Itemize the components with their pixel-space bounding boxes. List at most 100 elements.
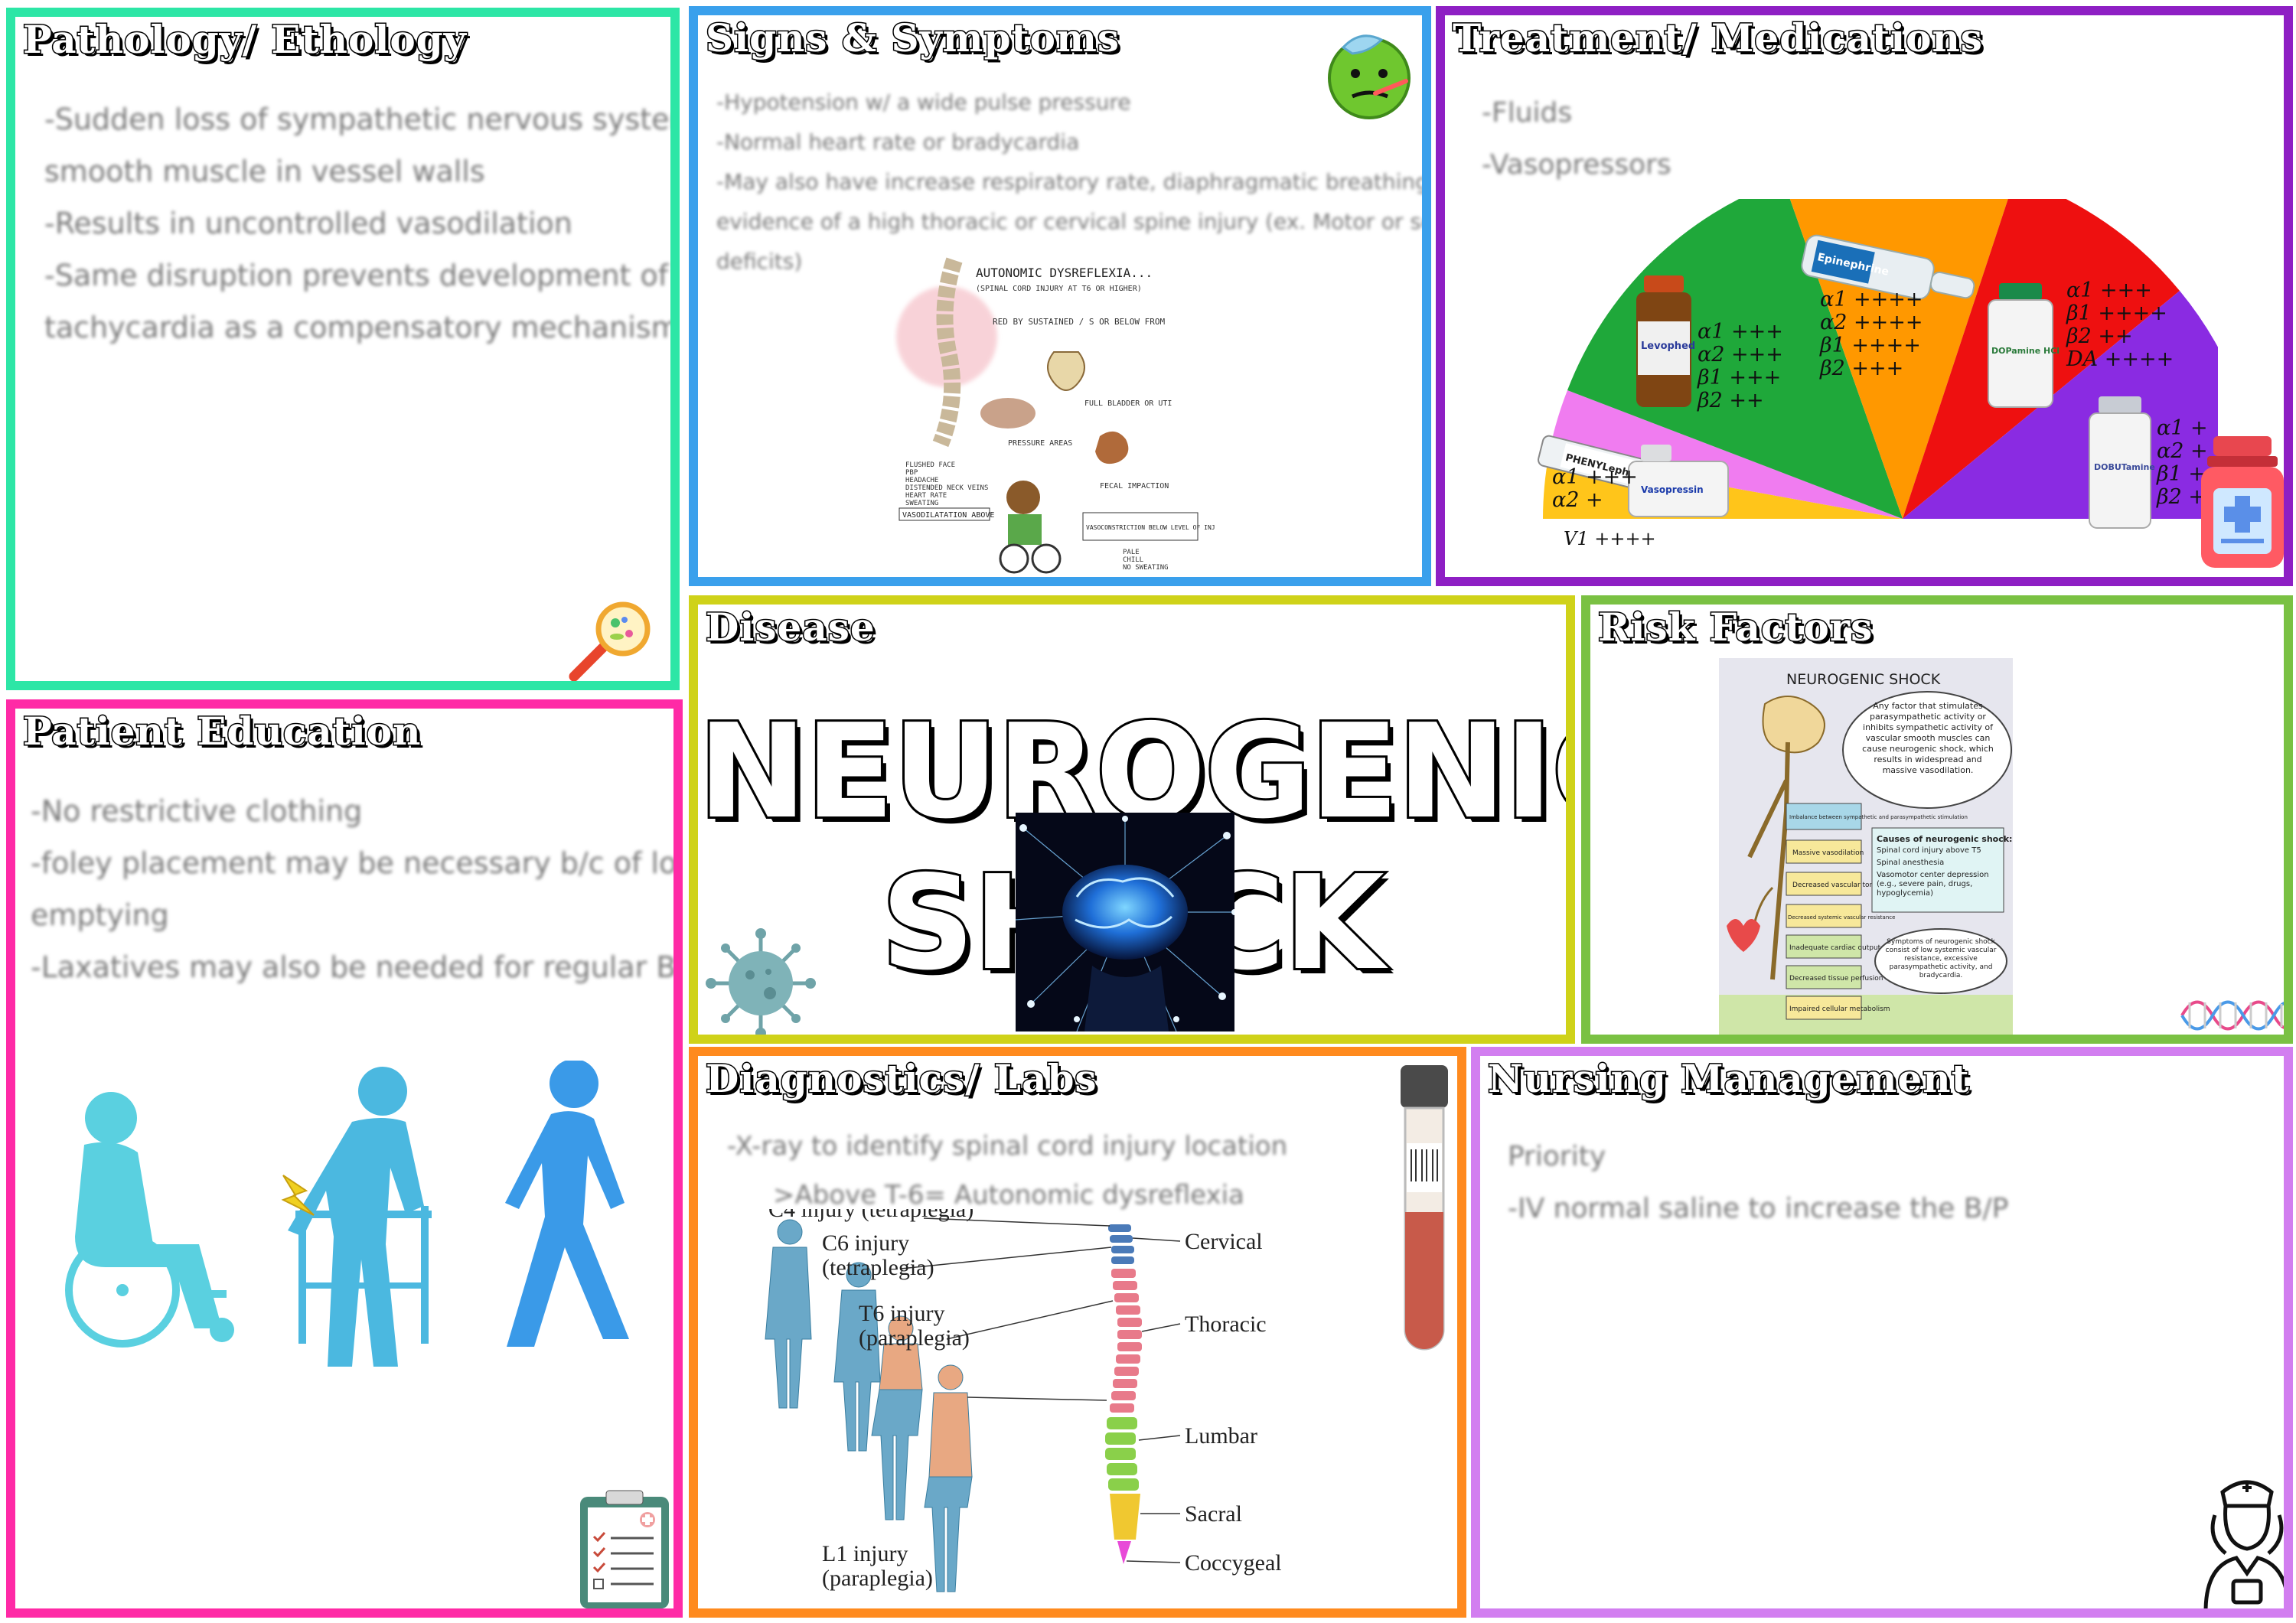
pain-bolt-icon: [281, 1175, 315, 1216]
epinephrine-receptor: β1 ++++: [1819, 334, 1921, 357]
symptom-above: HEART RATE: [905, 492, 947, 500]
symptom-below: PALE: [1123, 549, 1140, 556]
sick-face-icon: [1328, 34, 1411, 119]
test-tube-icon: [1401, 1065, 1448, 1351]
sketch-title: AUTONOMIC DYSREFLEXIA...: [976, 266, 1153, 280]
dobutamine-label: DOBUTamine: [2094, 462, 2155, 472]
poster-cascade: Imbalance between sympathetic and parasy…: [1786, 803, 1968, 1020]
levophed-vial: Levophed: [1636, 275, 1695, 407]
pathology-line: -Sudden loss of sympathetic nervous syst…: [44, 103, 670, 136]
dopamine-receptor: β2 ++: [2066, 324, 2133, 348]
poster-intro: Any factor that stimulates parasympathet…: [1862, 701, 1994, 775]
cascade-step: Decreased tissue perfusion: [1789, 975, 1883, 983]
signs-line: deficits): [716, 249, 803, 274]
dobutamine-receptor: α2 +: [2157, 439, 2208, 463]
sketch-subtitle: (SPINAL CORD INJURY AT T6 OR HIGHER): [976, 285, 1142, 293]
sketch-trigger: RED BY SUSTAINED / S OR BELOW FROM: [993, 317, 1166, 327]
treatment-title: Treatment/ Medications: [1452, 15, 1984, 62]
treatment-panel: Treatment/ Medications -Fluids -Vasopres…: [1436, 6, 2293, 586]
dopamine-vial: DOPamine HCl: [1988, 283, 2060, 408]
dopamine-receptor: DA ++++: [2066, 347, 2174, 371]
dobutamine-receptor: α1 +: [2157, 416, 2208, 440]
cascade-step: Imbalance between sympathetic and parasy…: [1789, 814, 1968, 820]
norepinephrine-receptor: α1 +++: [1698, 320, 1783, 344]
clipboard-icon: [580, 1490, 669, 1608]
autonomic-dysreflexia-sketch: AUTONOMIC DYSREFLEXIA... (SPINAL CORD IN…: [896, 257, 1215, 574]
poster-cause: Vasomotor center depression (e.g., sever…: [1877, 871, 1989, 898]
injury-label: (paraplegia): [859, 1325, 970, 1351]
injury-label: C6 injury: [822, 1230, 909, 1256]
levophed-label: Levophed: [1641, 341, 1695, 352]
symptom-above: DISTENDED NECK VEINS: [905, 484, 988, 492]
pathology-line: tachycardia as a compensatory mechanism: [44, 311, 680, 344]
symptom-above: HEADACHE: [905, 477, 938, 484]
diagnostics-line: -X-ray to identify spinal cord injury lo…: [727, 1131, 1288, 1162]
cascade-step: Decreased vascular tone: [1792, 882, 1878, 889]
vasopressor-fan-chart: Levophed Epinephrine DOPamine HCl DOBUTa…: [1538, 199, 2218, 549]
symptom-above: PBP: [905, 469, 918, 477]
education-title: Patient Education: [21, 709, 422, 755]
vasopressin-receptor: V1 ++++: [1564, 528, 1656, 549]
education-line: -foley placement may be necessary b/c of…: [31, 846, 677, 880]
symptom-above: SWEATING: [905, 500, 938, 507]
diagnostics-title: Diagnostics/ Labs: [705, 1056, 1098, 1103]
walker-user: [288, 1067, 432, 1367]
region-label: Coccygeal: [1185, 1550, 1282, 1576]
recovery-silhouettes: [65, 1061, 629, 1367]
phenylephrine-receptor: α2 +: [1552, 488, 1603, 512]
signs-line: -Hypotension w/ a wide pulse pressure: [716, 90, 1131, 115]
pathology-title: Pathology/ Ethology: [22, 17, 468, 64]
region-label: Cervical: [1185, 1229, 1263, 1254]
injury-label: (paraplegia): [822, 1566, 933, 1591]
treatment-line: -Vasopressors: [1482, 149, 1671, 181]
treatment-notes: -Fluids -Vasopressors: [1482, 87, 1671, 191]
pathology-notes: -Sudden loss of sympathetic nervous syst…: [44, 93, 680, 354]
diagnostics-line: >Above T-6= Autonomic dysreflexia: [773, 1180, 1244, 1211]
education-notes: -No restrictive clothing -foley placemen…: [31, 785, 677, 993]
walking-person: [505, 1061, 629, 1347]
magnifier-icon: [569, 601, 651, 681]
epinephrine-receptor: β2 +++: [1819, 357, 1903, 380]
education-line: -No restrictive clothing: [31, 794, 363, 828]
dna-icon: [2180, 1000, 2284, 1031]
t6-figure: [871, 1315, 923, 1520]
signs-line: evidence of a high thoracic or cervical …: [716, 209, 1431, 234]
region-label: Lumbar: [1185, 1423, 1257, 1449]
cascade-step: Decreased systemic vascular resistance: [1788, 914, 1895, 921]
epinephrine-receptor: α2 ++++: [1820, 311, 1923, 334]
nursing-notes: Priority -IV normal saline to increase t…: [1508, 1131, 2008, 1235]
injury-label: T6 injury: [859, 1301, 945, 1326]
norepinephrine-receptor: β1 +++: [1697, 366, 1781, 389]
disease-title: Disease: [705, 605, 876, 651]
nursing-panel: Nursing Management Priority -IV normal s…: [1471, 1047, 2293, 1618]
l1-figure: [924, 1364, 973, 1592]
diagnostics-panel: Diagnostics/ Labs -X-ray to identify spi…: [689, 1047, 1466, 1618]
virus-icon: [706, 928, 816, 1035]
cascade-step: Impaired cellular metabolism: [1789, 1005, 1890, 1013]
pathology-line: -Results in uncontrolled vasodilation: [44, 207, 572, 240]
phenylephrine-receptor: α1 +++: [1552, 465, 1638, 489]
region-label: Sacral: [1185, 1501, 1242, 1527]
sketch-pressure: PRESSURE AREAS: [1008, 439, 1072, 448]
c6-figure: [833, 1262, 881, 1452]
education-line: emptying: [31, 898, 169, 932]
poster-title: NEUROGENIC SHOCK: [1786, 671, 1941, 688]
c4-figure: [765, 1219, 812, 1409]
education-panel: Patient Education -No restrictive clothi…: [6, 699, 683, 1618]
injury-label: (tetraplegia): [822, 1255, 934, 1280]
wheelchair-user: [65, 1092, 234, 1348]
dopamine-label: DOPamine HCl: [1991, 346, 2060, 356]
poster-cause: Spinal cord injury above T5: [1877, 846, 1981, 855]
vasopressin-vial: [1628, 445, 1729, 517]
brain-image: [1016, 813, 1234, 1031]
dobutamine-vial: DOBUTamine: [2089, 396, 2155, 529]
treatment-line: -Fluids: [1482, 97, 1573, 129]
neurogenic-shock-poster: NEUROGENIC SHOCK Any factor that stimula…: [1719, 658, 2013, 1035]
signs-panel: Signs & Symptoms -Hypotension w/ a wide …: [689, 6, 1431, 586]
sketch-below: VASOCONSTRICTION BELOW LEVEL OF INJURY: [1086, 524, 1215, 531]
disease-panel: Disease NEUROGENIC SHOCK: [689, 595, 1575, 1044]
signs-line: -Normal heart rate or bradycardia: [716, 129, 1080, 155]
nursing-title: Nursing Management: [1487, 1056, 1971, 1103]
nursing-line: -IV normal saline to increase the B/P: [1508, 1193, 2009, 1224]
diagnostics-notes: -X-ray to identify spinal cord injury lo…: [727, 1122, 1287, 1220]
